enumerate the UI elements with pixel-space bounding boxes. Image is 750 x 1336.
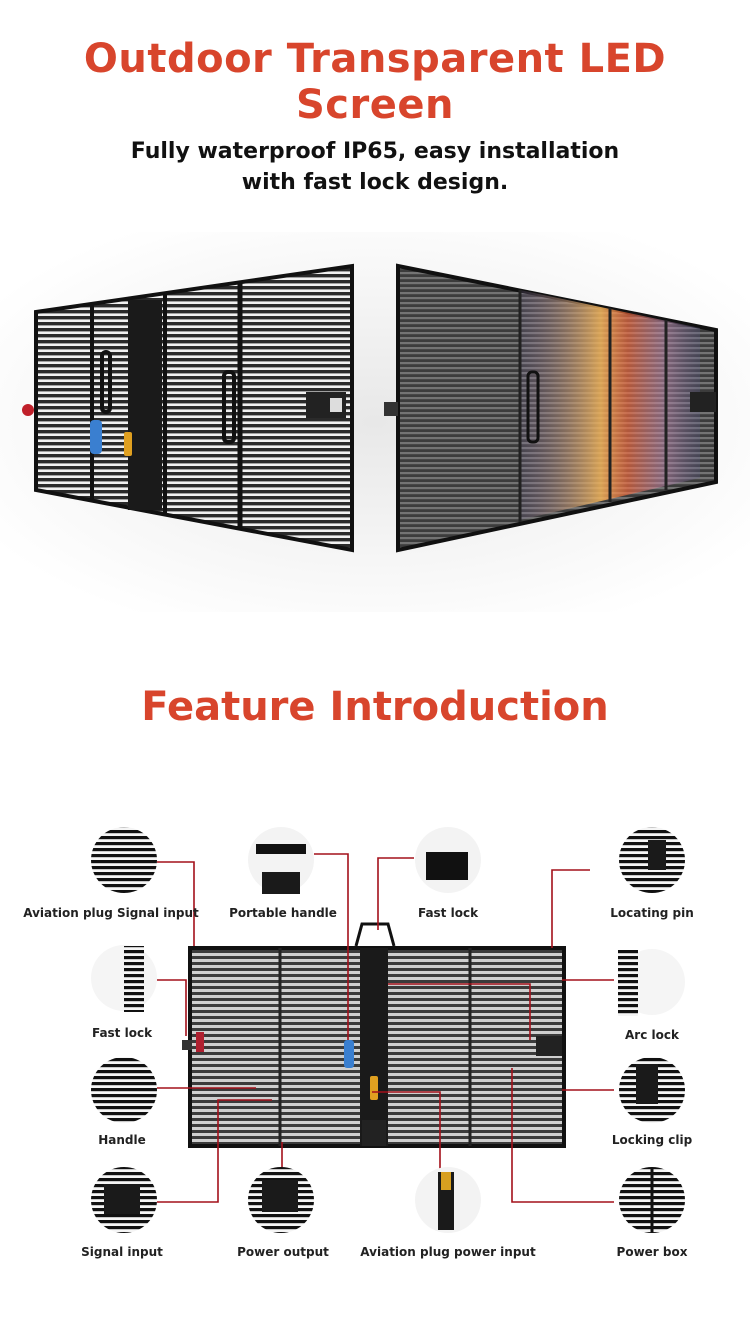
label-power-output: Power output bbox=[237, 1245, 329, 1259]
subtitle-line-1: Fully waterproof IP65, easy installation bbox=[130, 139, 620, 164]
hero-product-image bbox=[0, 232, 750, 612]
leader-lines bbox=[157, 853, 614, 1203]
page-title: Outdoor Transparent LED Screen bbox=[83, 36, 667, 128]
label-handle: Handle bbox=[98, 1133, 146, 1147]
label-fast-lock-top: Fast lock bbox=[417, 906, 479, 920]
label-arc-lock: Arc lock bbox=[625, 1028, 679, 1042]
feature-diagram bbox=[91, 827, 685, 1233]
label-signal-input: Signal input bbox=[81, 1245, 163, 1259]
label-power-box: Power box bbox=[616, 1245, 688, 1259]
label-fast-lock-left: Fast lock bbox=[91, 1026, 153, 1040]
page-subtitle: Fully waterproof IP65, easy installation… bbox=[0, 136, 750, 198]
label-locking-clip: Locking clip bbox=[611, 1133, 693, 1147]
feature-callout-icon bbox=[91, 827, 685, 1233]
label-locating-pin: Locating pin bbox=[610, 906, 694, 920]
led-panel-image bbox=[22, 263, 354, 553]
transparent-panel-image bbox=[384, 263, 718, 553]
diagram-panel-image bbox=[182, 922, 566, 1148]
subtitle-line-2: with fast lock design. bbox=[241, 170, 509, 195]
label-portable-handle: Portable handle bbox=[229, 906, 337, 920]
label-aviation-plug-power-input: Aviation plug power input bbox=[360, 1245, 536, 1259]
section-title: Feature Introduction bbox=[141, 684, 609, 730]
label-aviation-plug-signal-input: Aviation plug Signal input bbox=[23, 906, 199, 920]
